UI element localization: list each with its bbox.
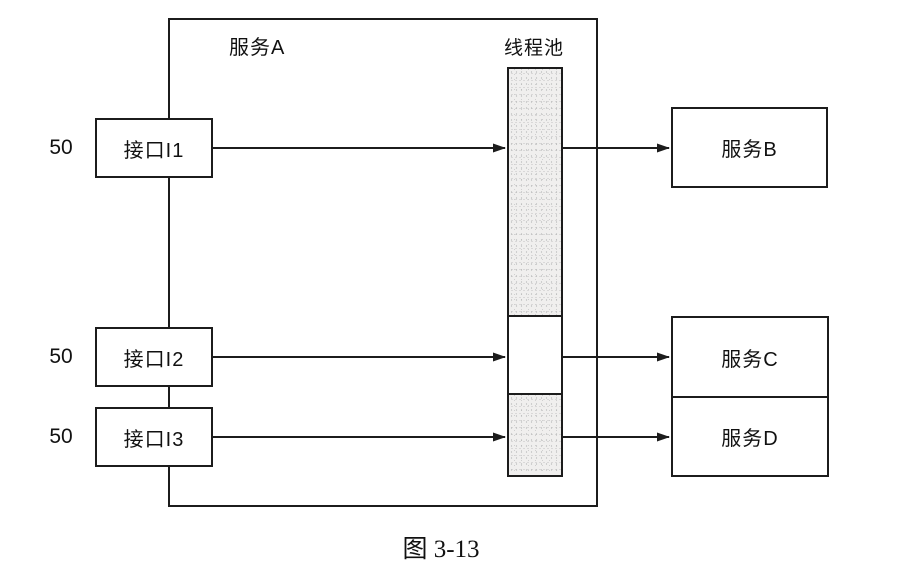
service-c-cell: 服务C — [673, 318, 827, 398]
capacity-label-iface3: 50 — [49, 425, 73, 448]
interface-i3-label: 接口I3 — [123, 428, 185, 451]
thread-pool-bar — [507, 67, 563, 477]
thread-pool-label: 线程池 — [504, 38, 565, 59]
interface-i1-box: 接口I1 — [95, 118, 213, 178]
service-a-box — [168, 18, 598, 507]
pool-segment-busy-top — [509, 69, 561, 317]
pool-segment-free — [509, 317, 561, 393]
pool-segment-busy-bottom — [509, 393, 561, 475]
service-b-box: 服务B — [671, 107, 828, 188]
service-b-label: 服务B — [721, 139, 778, 161]
interface-i2-label: 接口I2 — [123, 348, 185, 371]
service-c-label: 服务C — [721, 348, 779, 371]
service-c-d-box: 服务C 服务D — [671, 316, 829, 477]
interface-i1-label: 接口I1 — [123, 139, 185, 162]
service-a-label: 服务A — [229, 37, 286, 59]
figure-caption: 图 3-13 — [402, 536, 480, 563]
capacity-label-iface2: 50 — [49, 345, 73, 368]
service-d-label: 服务D — [721, 428, 779, 450]
interface-i2-box: 接口I2 — [95, 327, 213, 387]
capacity-label-iface1: 50 — [49, 136, 73, 159]
interface-i3-box: 接口I3 — [95, 407, 213, 467]
service-d-cell: 服务D — [673, 398, 827, 475]
